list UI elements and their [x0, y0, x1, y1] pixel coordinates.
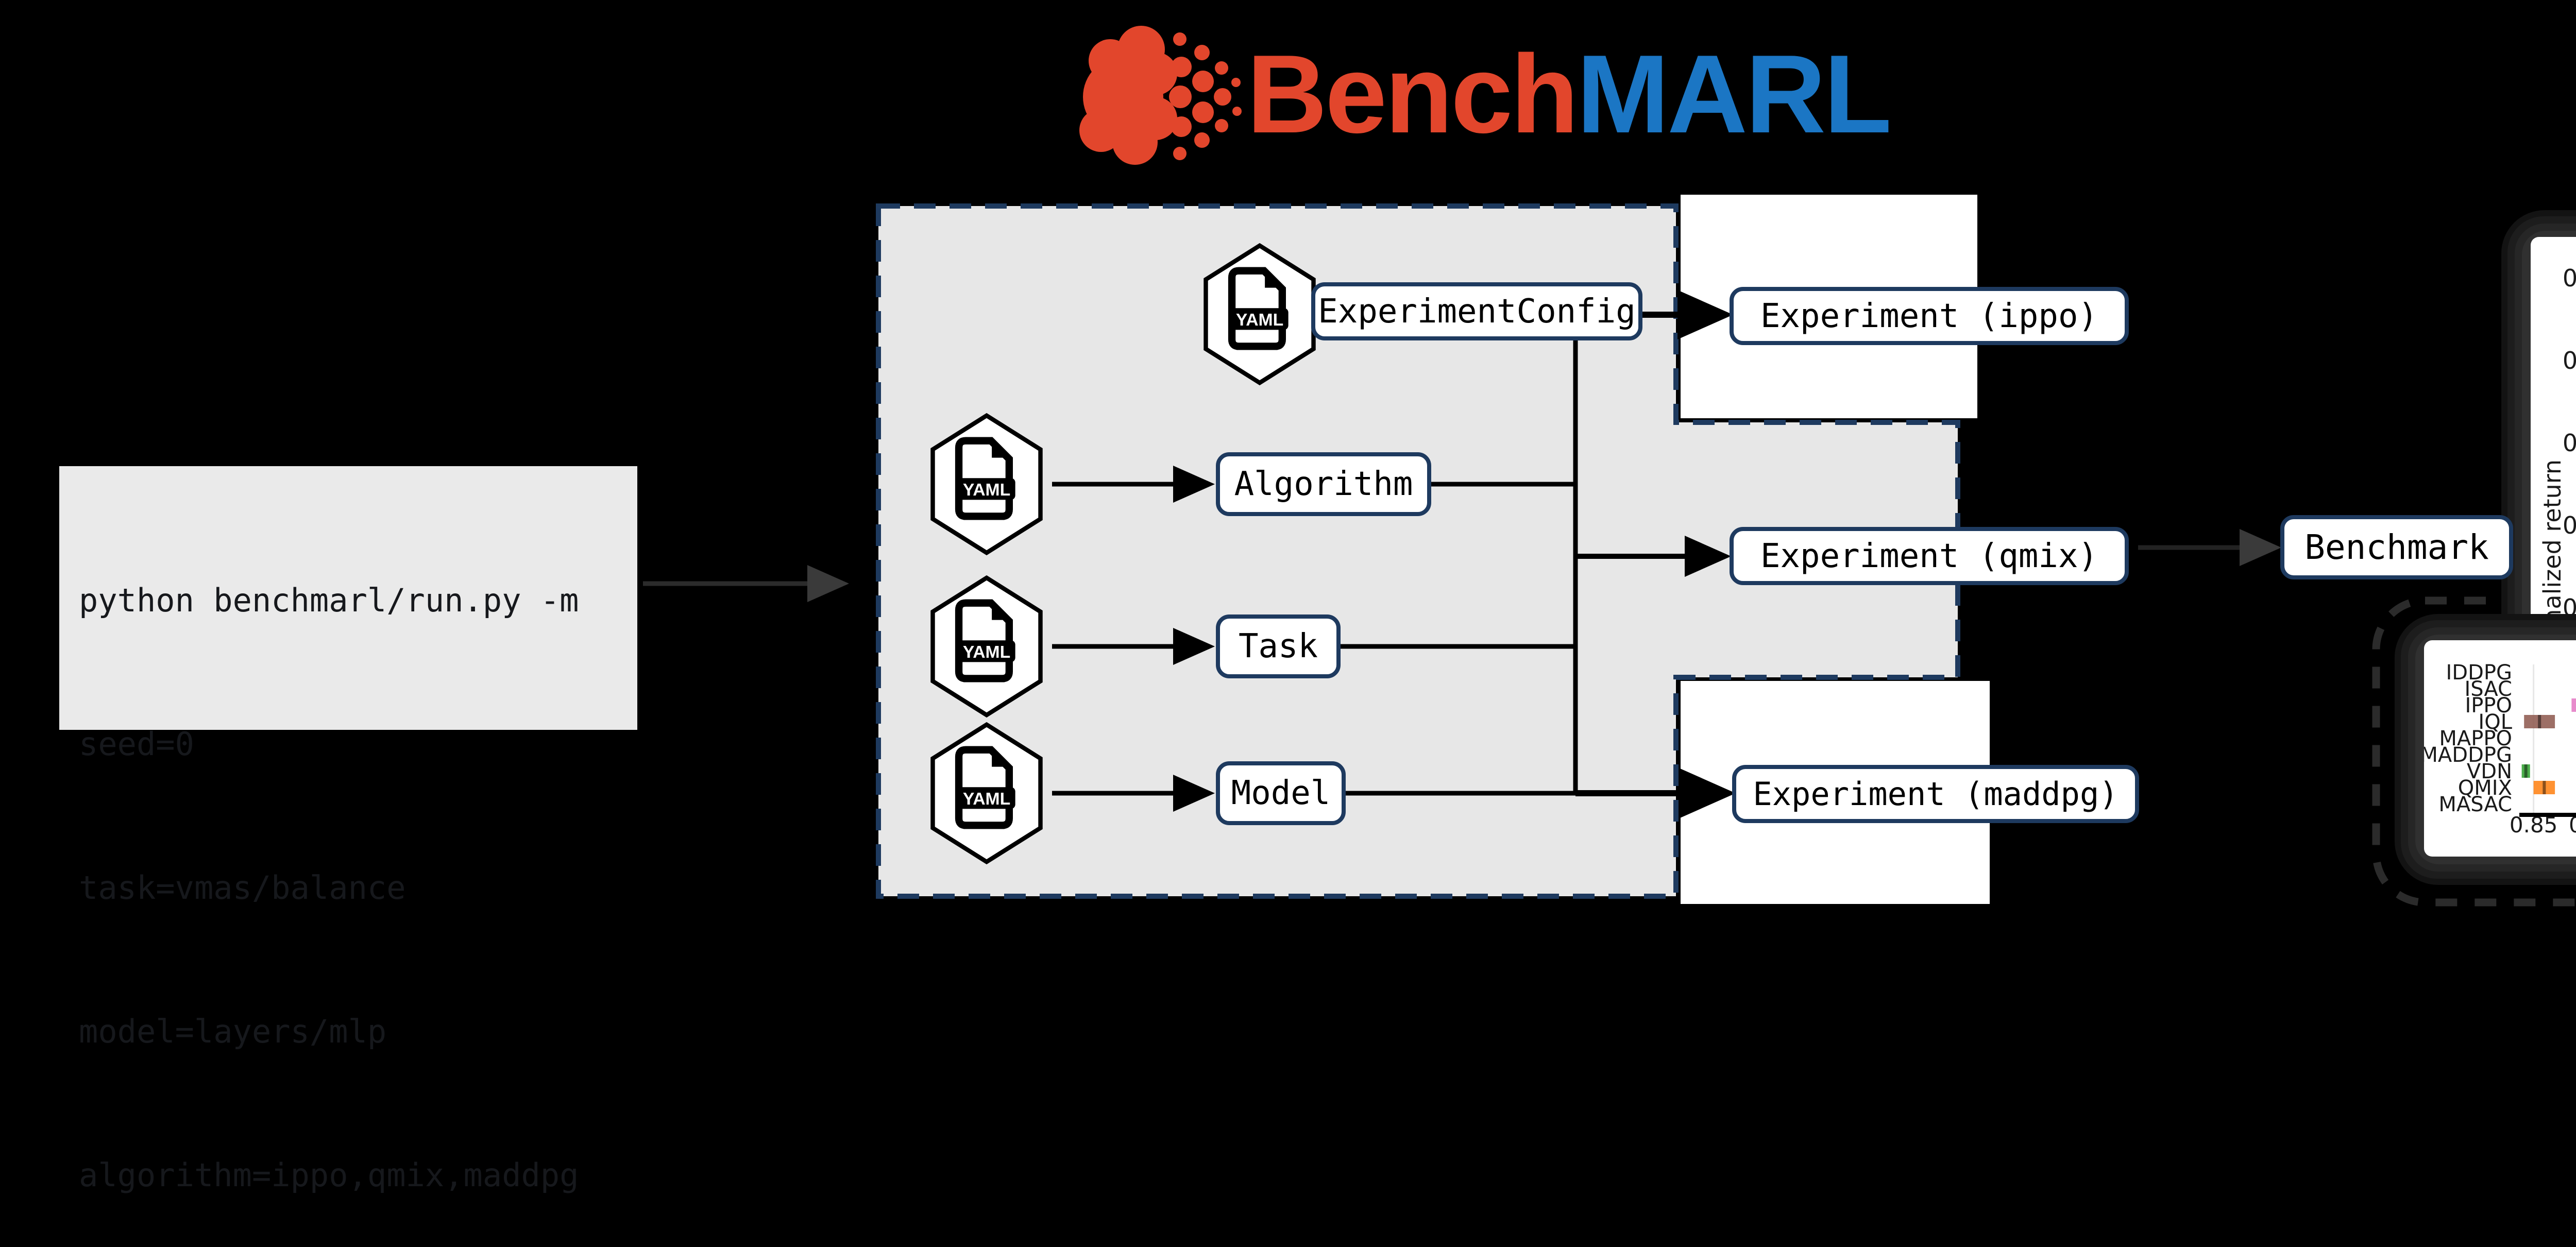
svg-text:VDN: VDN — [2467, 760, 2512, 783]
node-label: Task — [1238, 627, 1318, 665]
diagram-connectors — [643, 203, 2576, 907]
command-line: task=vmas/balance — [79, 869, 406, 907]
yaml-file-icon: YAML — [1204, 243, 1316, 386]
node-label: Model — [1231, 774, 1331, 812]
svg-text:MASAC: MASAC — [2438, 793, 2512, 816]
node-experiment-qmix: Experiment (qmix) — [1730, 527, 2129, 585]
svg-text:0.7: 0.7 — [2563, 347, 2576, 374]
node-task: Task — [1216, 614, 1341, 678]
benchmarl-architecture-figure: { "logo": { "brand_primary": "Bench", "b… — [59, 26, 2576, 1194]
command-line: algorithm=ippo,qmix,maddpg — [79, 1156, 579, 1194]
logo: BenchMARL — [1247, 30, 1892, 158]
yaml-badge-label: YAML — [963, 480, 1010, 500]
svg-text:MADDPG: MADDPG — [2424, 743, 2512, 767]
svg-text:0.6: 0.6 — [2563, 429, 2576, 457]
node-model: Model — [1216, 761, 1346, 825]
svg-text:0.90: 0.90 — [2569, 812, 2576, 838]
svg-text:IDDPG: IDDPG — [2446, 661, 2512, 685]
node-label: Experiment (ippo) — [1760, 297, 2098, 335]
svg-text:0.5: 0.5 — [2563, 511, 2576, 539]
svg-text:IQL: IQL — [2478, 710, 2512, 734]
logo-text-primary: Bench — [1247, 31, 1579, 156]
brain-dots-icon — [1079, 26, 1242, 165]
command-line: python benchmarl/run.py -m — [79, 582, 579, 619]
command-line: model=layers/mlp — [79, 1013, 387, 1050]
logo-text-secondary: MARL — [1577, 31, 1892, 156]
node-label: Algorithm — [1234, 465, 1413, 503]
node-label: Benchmark — [2304, 527, 2489, 567]
node-label: ExperimentConfig — [1318, 292, 1636, 331]
node-experiment-ippo: Experiment (ippo) — [1730, 287, 2129, 345]
tablet-device-bottom: IDDPGISACIPPOIQLMAPPOMADDPGVDNQMIXMASACM… — [2395, 614, 2576, 885]
node-experiment-config: ExperimentConfig — [1311, 282, 1642, 340]
yaml-file-icon: YAML — [930, 413, 1043, 556]
node-experiment-maddpg: Experiment (maddpg) — [1732, 765, 2139, 823]
tablet-screen-interval-chart: IDDPGISACIPPOIQLMAPPOMADDPGVDNQMIXMASACM… — [2424, 640, 2576, 857]
interval-metrics-chart: IDDPGISACIPPOIQLMAPPOMADDPGVDNQMIXMASACM… — [2424, 661, 2576, 838]
node-benchmark: Benchmark — [2280, 515, 2513, 579]
svg-text:IPPO: IPPO — [2465, 694, 2512, 718]
yaml-file-icon: YAML — [930, 722, 1043, 865]
yaml-file-icon: YAML — [930, 575, 1043, 718]
svg-text:0.8: 0.8 — [2563, 264, 2576, 292]
node-label: Experiment (qmix) — [1760, 537, 2098, 575]
yaml-badge-label: YAML — [963, 789, 1010, 809]
node-label: Experiment (maddpg) — [1753, 775, 2119, 813]
svg-text:QMIX: QMIX — [2458, 776, 2512, 800]
yaml-badge-label: YAML — [1236, 310, 1283, 330]
node-algorithm: Algorithm — [1216, 452, 1431, 516]
svg-text:MAPPO: MAPPO — [2439, 727, 2512, 750]
yaml-badge-label: YAML — [963, 642, 1010, 662]
svg-text:ISAC: ISAC — [2464, 677, 2512, 701]
command-line: seed=0 — [79, 725, 194, 763]
